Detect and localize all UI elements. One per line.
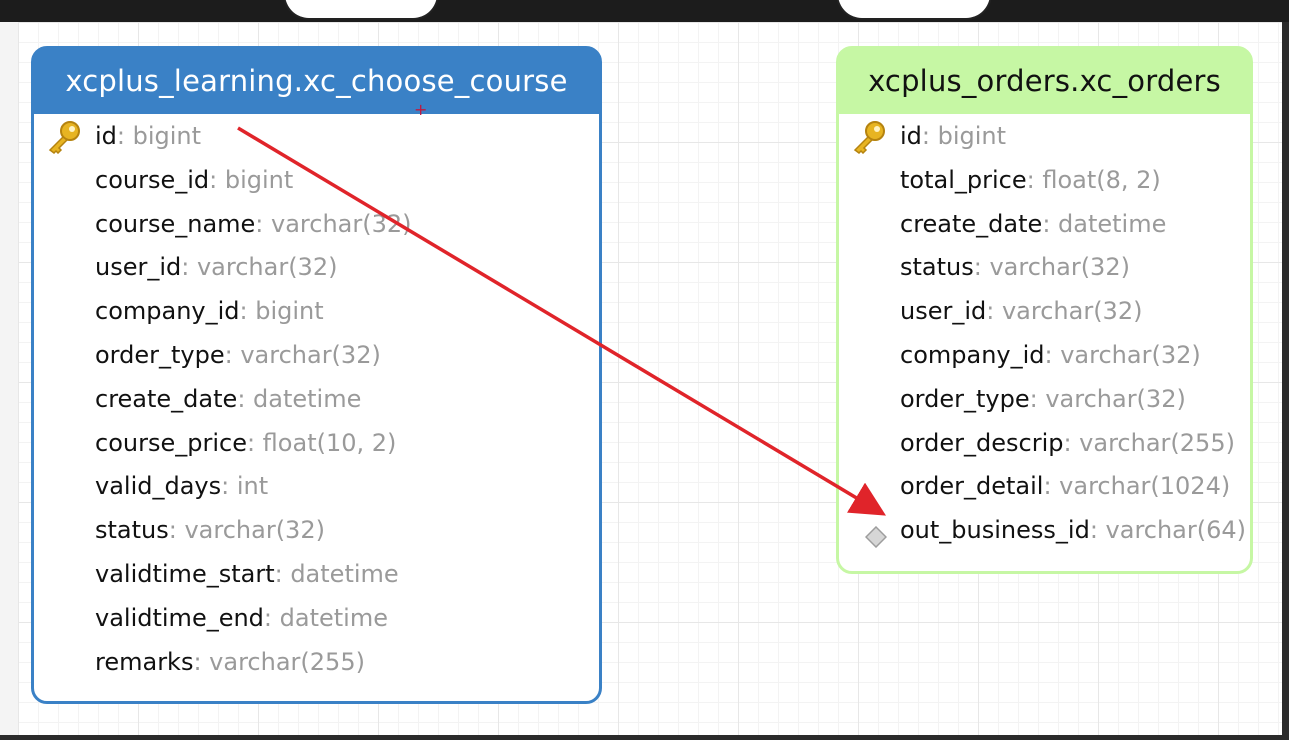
column-name: status: [900, 253, 974, 282]
column-name: id: [900, 122, 922, 150]
column-row[interactable]: create_date: datetime: [839, 204, 1166, 244]
column-type: : float(10, 2): [246, 428, 397, 457]
table-title[interactable]: xcplus_learning.xc_choose_course: [33, 48, 600, 114]
column-name: user_id: [95, 253, 182, 282]
column-name: order_detail: [900, 472, 1044, 501]
column-row[interactable]: total_price: float(8, 2): [839, 160, 1161, 200]
column-row[interactable]: user_id: varchar(32): [34, 247, 337, 287]
column-row[interactable]: user_id: varchar(32): [839, 291, 1142, 331]
column-name: company_id: [95, 297, 240, 326]
column-name: status: [95, 516, 169, 545]
column-type: : varchar(32): [1044, 341, 1201, 369]
column-name: order_type: [95, 341, 225, 369]
column-row[interactable]: valid_days: int: [34, 466, 268, 506]
column-name: valid_days: [95, 472, 222, 501]
column-type: : varchar(64): [1089, 516, 1247, 545]
column-name: course_name: [95, 209, 256, 238]
column-type: : float(8, 2): [1026, 165, 1161, 194]
column-name: validtime_start: [95, 560, 275, 588]
column-row[interactable]: validtime_start: datetime: [34, 554, 399, 594]
column-row[interactable]: order_detail: varchar(1024): [839, 466, 1230, 506]
left-panel-edge: [0, 22, 18, 735]
column-name: order_type: [900, 384, 1030, 413]
column-type: : varchar(255): [193, 647, 365, 676]
column-row[interactable]: remarks: varchar(255): [34, 642, 365, 682]
key-icon: [46, 120, 82, 155]
column-row[interactable]: status: varchar(32): [839, 247, 1130, 287]
column-name: course_id: [95, 165, 210, 194]
column-type: : int: [221, 472, 269, 501]
flow-node-partial: [836, 0, 992, 20]
column-name: create_date: [95, 384, 238, 413]
column-type: : varchar(32): [255, 209, 412, 238]
column-type: : varchar(32): [168, 516, 325, 545]
column-name: course_price: [95, 428, 247, 457]
column-type: : varchar(1024): [1043, 472, 1231, 501]
column-row[interactable]: company_id: varchar(32): [839, 335, 1201, 375]
column-row[interactable]: create_date: datetime: [34, 379, 361, 419]
column-type: : varchar(32): [181, 253, 338, 282]
column-row[interactable]: company_id: bigint: [34, 291, 324, 331]
column-name: order_descrip: [900, 428, 1064, 457]
key-icon: [851, 120, 887, 155]
column-type: : bigint: [116, 122, 202, 150]
table-title[interactable]: xcplus_orders.xc_orders: [838, 48, 1251, 114]
column-name: validtime_end: [95, 603, 264, 632]
column-name: user_id: [900, 297, 987, 326]
column-row[interactable]: validtime_end: datetime: [34, 598, 388, 638]
right-edge: [1282, 22, 1289, 735]
column-type: : bigint: [921, 122, 1007, 150]
flow-node-partial: [283, 0, 439, 20]
column-type: : datetime: [274, 560, 399, 588]
column-row[interactable]: course_id: bigint: [34, 160, 293, 200]
column-name: id: [95, 122, 117, 150]
column-name: remarks: [95, 647, 194, 676]
column-name: create_date: [900, 209, 1043, 238]
column-row[interactable]: course_price: float(10, 2): [34, 423, 396, 463]
column-type: : bigint: [239, 297, 324, 326]
column-type: : varchar(255): [1063, 428, 1235, 457]
bottom-edge: [0, 735, 1289, 740]
column-type: : datetime: [237, 384, 362, 413]
column-row[interactable]: out_business_id: varchar(64): [839, 510, 1246, 550]
diamond-icon: [864, 520, 888, 549]
table-xc-choose-course[interactable]: xcplus_learning.xc_choose_course id: big…: [31, 46, 602, 704]
column-row[interactable]: order_type: varchar(32): [839, 379, 1186, 419]
column-row[interactable]: course_name: varchar(32): [34, 204, 412, 244]
column-type: : varchar(32): [973, 253, 1130, 282]
column-type: : varchar(32): [1029, 384, 1186, 413]
column-name: total_price: [900, 165, 1027, 194]
column-row[interactable]: status: varchar(32): [34, 510, 325, 550]
column-type: : datetime: [1042, 209, 1167, 238]
column-row[interactable]: order_descrip: varchar(255): [839, 423, 1235, 463]
column-type: : datetime: [263, 603, 388, 632]
column-name: out_business_id: [900, 516, 1090, 545]
column-row[interactable]: order_type: varchar(32): [34, 335, 381, 375]
column-type: : varchar(32): [224, 341, 381, 369]
column-row[interactable]: id: bigint: [34, 116, 201, 156]
column-type: : varchar(32): [986, 297, 1143, 326]
column-row[interactable]: id: bigint: [839, 116, 1006, 156]
column-type: : bigint: [209, 165, 294, 194]
column-name: company_id: [900, 341, 1045, 369]
